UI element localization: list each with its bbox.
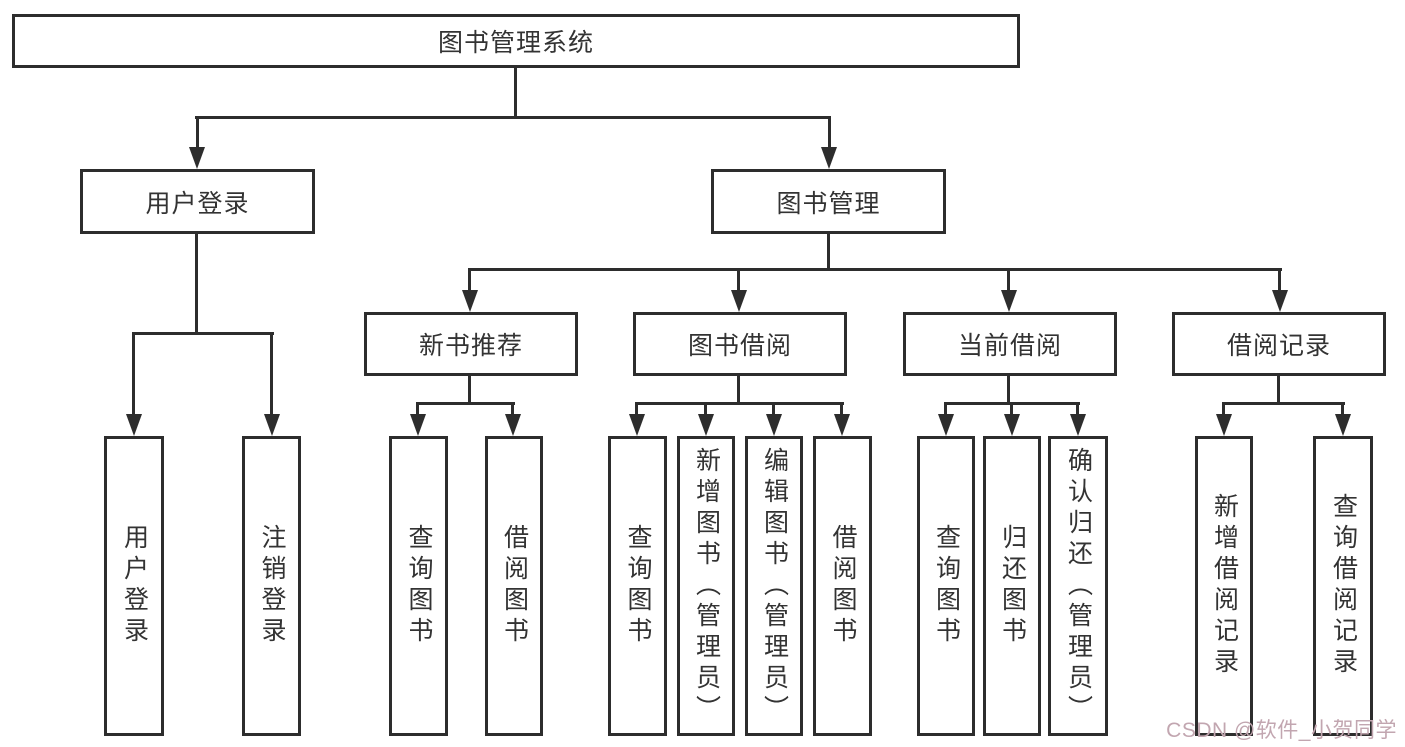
connector-newbook-bar (417, 402, 515, 405)
node-user-login: 用户登录 (80, 169, 315, 234)
leaf-label: 注销登录 (258, 524, 286, 648)
arrowhead-cb-return (1004, 414, 1020, 436)
node-new-book-recommend: 新书推荐 (364, 312, 578, 376)
leaf-records-query-record: 查询借阅记录 (1313, 436, 1373, 736)
arrowhead-cb-query (938, 414, 954, 436)
watermark: CSDN @软件_小贺同学 (1166, 719, 1397, 742)
connector-current-drop-2 (1010, 402, 1013, 418)
leaf-label: 借阅图书 (500, 524, 529, 648)
connector-records-bar (1223, 402, 1345, 405)
leaf-label: 新增借阅记录 (1210, 493, 1239, 679)
leaf-borrow-query-books: 查询图书 (608, 436, 667, 736)
leaf-label: 确认归还（管理员） (1064, 446, 1093, 726)
arrowhead-leaf-user-login (126, 414, 142, 436)
connector-borrow-bar (636, 402, 844, 405)
leaf-label: 新增图书（管理员） (692, 446, 721, 726)
connector-newbook-stem (468, 376, 471, 405)
node-current-borrow: 当前借阅 (903, 312, 1117, 376)
connector-userlogin-bar (132, 332, 274, 335)
connector-borrow-drop-4 (840, 402, 843, 418)
connector-bookmgmt-drop-1 (468, 268, 471, 294)
arrowhead-nb-query (410, 414, 426, 436)
arrowhead-borrow-records (1272, 290, 1288, 312)
connector-root-drop-1 (196, 116, 199, 152)
leaf-label: 用户登录 (120, 524, 149, 648)
arrowhead-bb-edit (766, 414, 782, 436)
leaf-label: 查询借阅记录 (1329, 493, 1358, 679)
connector-userlogin-drop-1 (132, 332, 135, 416)
leaf-user-login: 用户登录 (104, 436, 164, 736)
leaf-records-add-record: 新增借阅记录 (1195, 436, 1253, 736)
node-book-borrow: 图书借阅 (633, 312, 847, 376)
node-borrow-records: 借阅记录 (1172, 312, 1386, 376)
connector-borrow-drop-3 (772, 402, 775, 418)
connector-bookmgmt-stem (827, 234, 830, 271)
leaf-logout: 注销登录 (242, 436, 301, 736)
connector-current-stem (1007, 376, 1010, 405)
connector-borrow-stem (737, 376, 740, 405)
node-book-management: 图书管理 (711, 169, 946, 234)
leaf-label: 查询图书 (624, 524, 652, 648)
connector-borrow-drop-2 (704, 402, 707, 418)
connector-bookmgmt-bar (469, 268, 1282, 271)
connector-bookmgmt-drop-2 (737, 268, 740, 294)
arrowhead-bb-add (698, 414, 714, 436)
connector-current-drop-3 (1076, 402, 1079, 418)
arrowhead-book-borrow (731, 290, 747, 312)
arrowhead-current-borrow (1001, 290, 1017, 312)
arrowhead-new-book (462, 290, 478, 312)
leaf-newbook-borrow-books: 借阅图书 (485, 436, 543, 736)
leaf-label: 归还图书 (998, 524, 1027, 648)
connector-root-drop-2 (828, 116, 831, 152)
arrowhead-book-mgmt (821, 147, 837, 169)
arrowhead-user-login (189, 147, 205, 169)
connector-bookmgmt-drop-4 (1278, 268, 1281, 294)
connector-borrow-drop-1 (635, 402, 638, 418)
connector-userlogin-stem (195, 234, 198, 335)
arrowhead-br-query (1335, 414, 1351, 436)
leaf-label: 借阅图书 (829, 524, 857, 648)
connector-newbook-drop-2 (511, 402, 514, 418)
leaf-borrow-edit-books-admin: 编辑图书（管理员） (745, 436, 803, 736)
leaf-label: 查询图书 (405, 524, 433, 648)
arrowhead-cb-confirm (1070, 414, 1086, 436)
leaf-current-query-books: 查询图书 (917, 436, 975, 736)
arrowhead-bb-query (629, 414, 645, 436)
leaf-label: 查询图书 (932, 524, 961, 648)
leaf-current-return-books: 归还图书 (983, 436, 1041, 736)
connector-records-drop-2 (1341, 402, 1344, 418)
connector-newbook-drop-1 (416, 402, 419, 418)
connector-bookmgmt-drop-3 (1007, 268, 1010, 294)
connector-userlogin-drop-2 (270, 332, 273, 416)
arrowhead-bb-borrow (834, 414, 850, 436)
connector-records-drop-1 (1222, 402, 1225, 418)
arrowhead-nb-borrow (505, 414, 521, 436)
connector-records-stem (1277, 376, 1280, 405)
leaf-current-confirm-return-admin: 确认归还（管理员） (1048, 436, 1108, 736)
leaf-newbook-query-books: 查询图书 (389, 436, 448, 736)
arrowhead-br-add (1216, 414, 1232, 436)
leaf-borrow-borrow-books: 借阅图书 (813, 436, 872, 736)
arrowhead-leaf-logout (264, 414, 280, 436)
connector-current-drop-1 (944, 402, 947, 418)
leaf-borrow-add-books-admin: 新增图书（管理员） (677, 436, 735, 736)
connector-root-bar (195, 116, 831, 119)
connector-root-stem (514, 68, 517, 118)
leaf-label: 编辑图书（管理员） (760, 446, 789, 726)
node-library-system: 图书管理系统 (12, 14, 1020, 68)
